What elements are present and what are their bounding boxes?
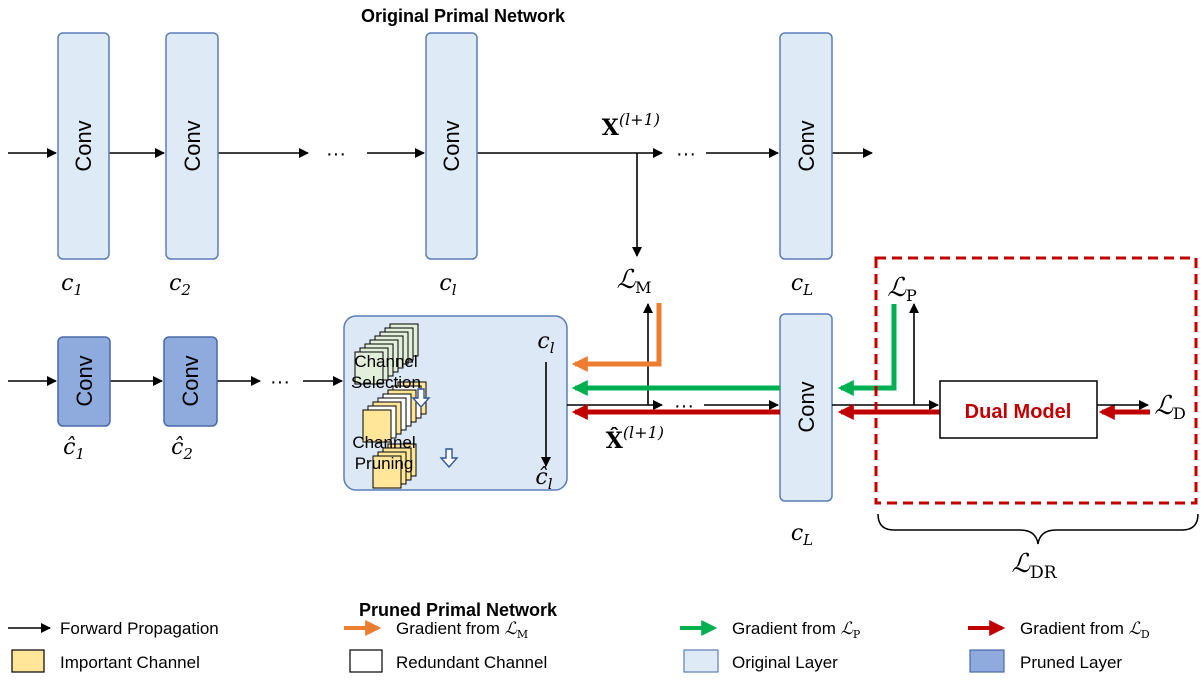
legend-text: Gradient from ℒD [1020,619,1150,641]
loss-M-label: ℒM [616,265,651,297]
feature-label-pruned: X̂(l+1) [606,423,664,454]
ellipsis: ··· [270,371,290,393]
legend: Forward Propagation Gradient from ℒM Gra… [8,619,1150,673]
pruned-layer-L: Conv [779,313,833,502]
legend-item-gradient-P: Gradient from ℒP [680,619,861,641]
channel-stack-original [354,323,419,385]
legend-text: Original Layer [732,653,838,672]
down-arrow-icon [411,388,431,409]
loss-DR-label: ℒDR [1011,549,1057,583]
pruning-box-top-label: cl [537,329,554,357]
loss-P-label: ℒP [887,273,917,305]
original-layer-l: Conv [425,32,478,260]
legend-text: Important Channel [60,653,200,672]
layer-label: Conv [180,120,205,171]
pruned-layer-2: Conv [163,336,218,427]
legend-text: Pruned Layer [1020,653,1122,672]
original-network-title: Original Primal Network [361,6,566,26]
gradient-M-arrow [571,303,662,372]
layer-label: Conv [178,355,203,406]
loss-D-label: ℒD [1154,391,1186,423]
channel-label-cl: cl [439,271,456,299]
feature-label-original: X(l+1) [602,110,660,141]
legend-item-pruned-layer: Pruned Layer [969,649,1122,673]
legend-item-gradient-D: Gradient from ℒD [968,619,1150,641]
legend-item-original-layer: Original Layer [683,649,838,673]
layer-label: Conv [71,120,96,171]
original-network: ··· ··· Conv Conv Conv Conv c1 c2 cl cL … [8,32,873,299]
original-layer-L: Conv [779,32,833,260]
legend-item-important-channel: Important Channel [11,649,200,673]
gradient-P-arrow [837,304,897,396]
dual-region-box [874,256,1198,505]
channel-label-c1: c1 [61,271,83,299]
pruning-box-bottom-label: ĉl [535,465,552,493]
legend-text: Forward Propagation [60,619,219,638]
dual-model-label: Dual Model [965,401,1072,423]
brace [877,513,1199,545]
ellipsis: ··· [676,143,696,165]
channel-label-cL-pruned: cL [791,521,813,549]
legend-item-gradient-M: Gradient from ℒM [344,619,528,641]
original-layer-1: Conv [57,32,110,260]
layer-label: Conv [439,120,464,171]
channel-stack-pruned [372,443,417,489]
pruned-network-title: Pruned Primal Network [359,600,558,620]
legend-text: Gradient from ℒP [732,619,861,641]
legend-item-redundant-channel: Redundant Channel [349,649,547,673]
ellipsis: ··· [326,143,346,165]
layer-label: Conv [794,120,819,171]
layer-label: Conv [794,381,819,432]
layer-label: Conv [72,355,97,406]
dual-model-box: Dual Model [939,380,1098,439]
channel-label-cL: cL [791,271,813,299]
pruned-layer-1: Conv [57,336,111,427]
down-arrow-icon [439,448,459,469]
legend-item-forward: Forward Propagation [8,619,219,638]
legend-text: Gradient from ℒM [396,619,528,641]
channel-label-chat2: ĉ2 [171,435,193,463]
channel-label-chat1: ĉ1 [63,435,85,463]
channel-label-c2: c2 [169,271,191,299]
pruned-network: ··· Conv Conv ĉ1 ĉ2 [8,303,939,549]
original-layer-2: Conv [165,32,219,260]
legend-text: Redundant Channel [396,653,547,672]
